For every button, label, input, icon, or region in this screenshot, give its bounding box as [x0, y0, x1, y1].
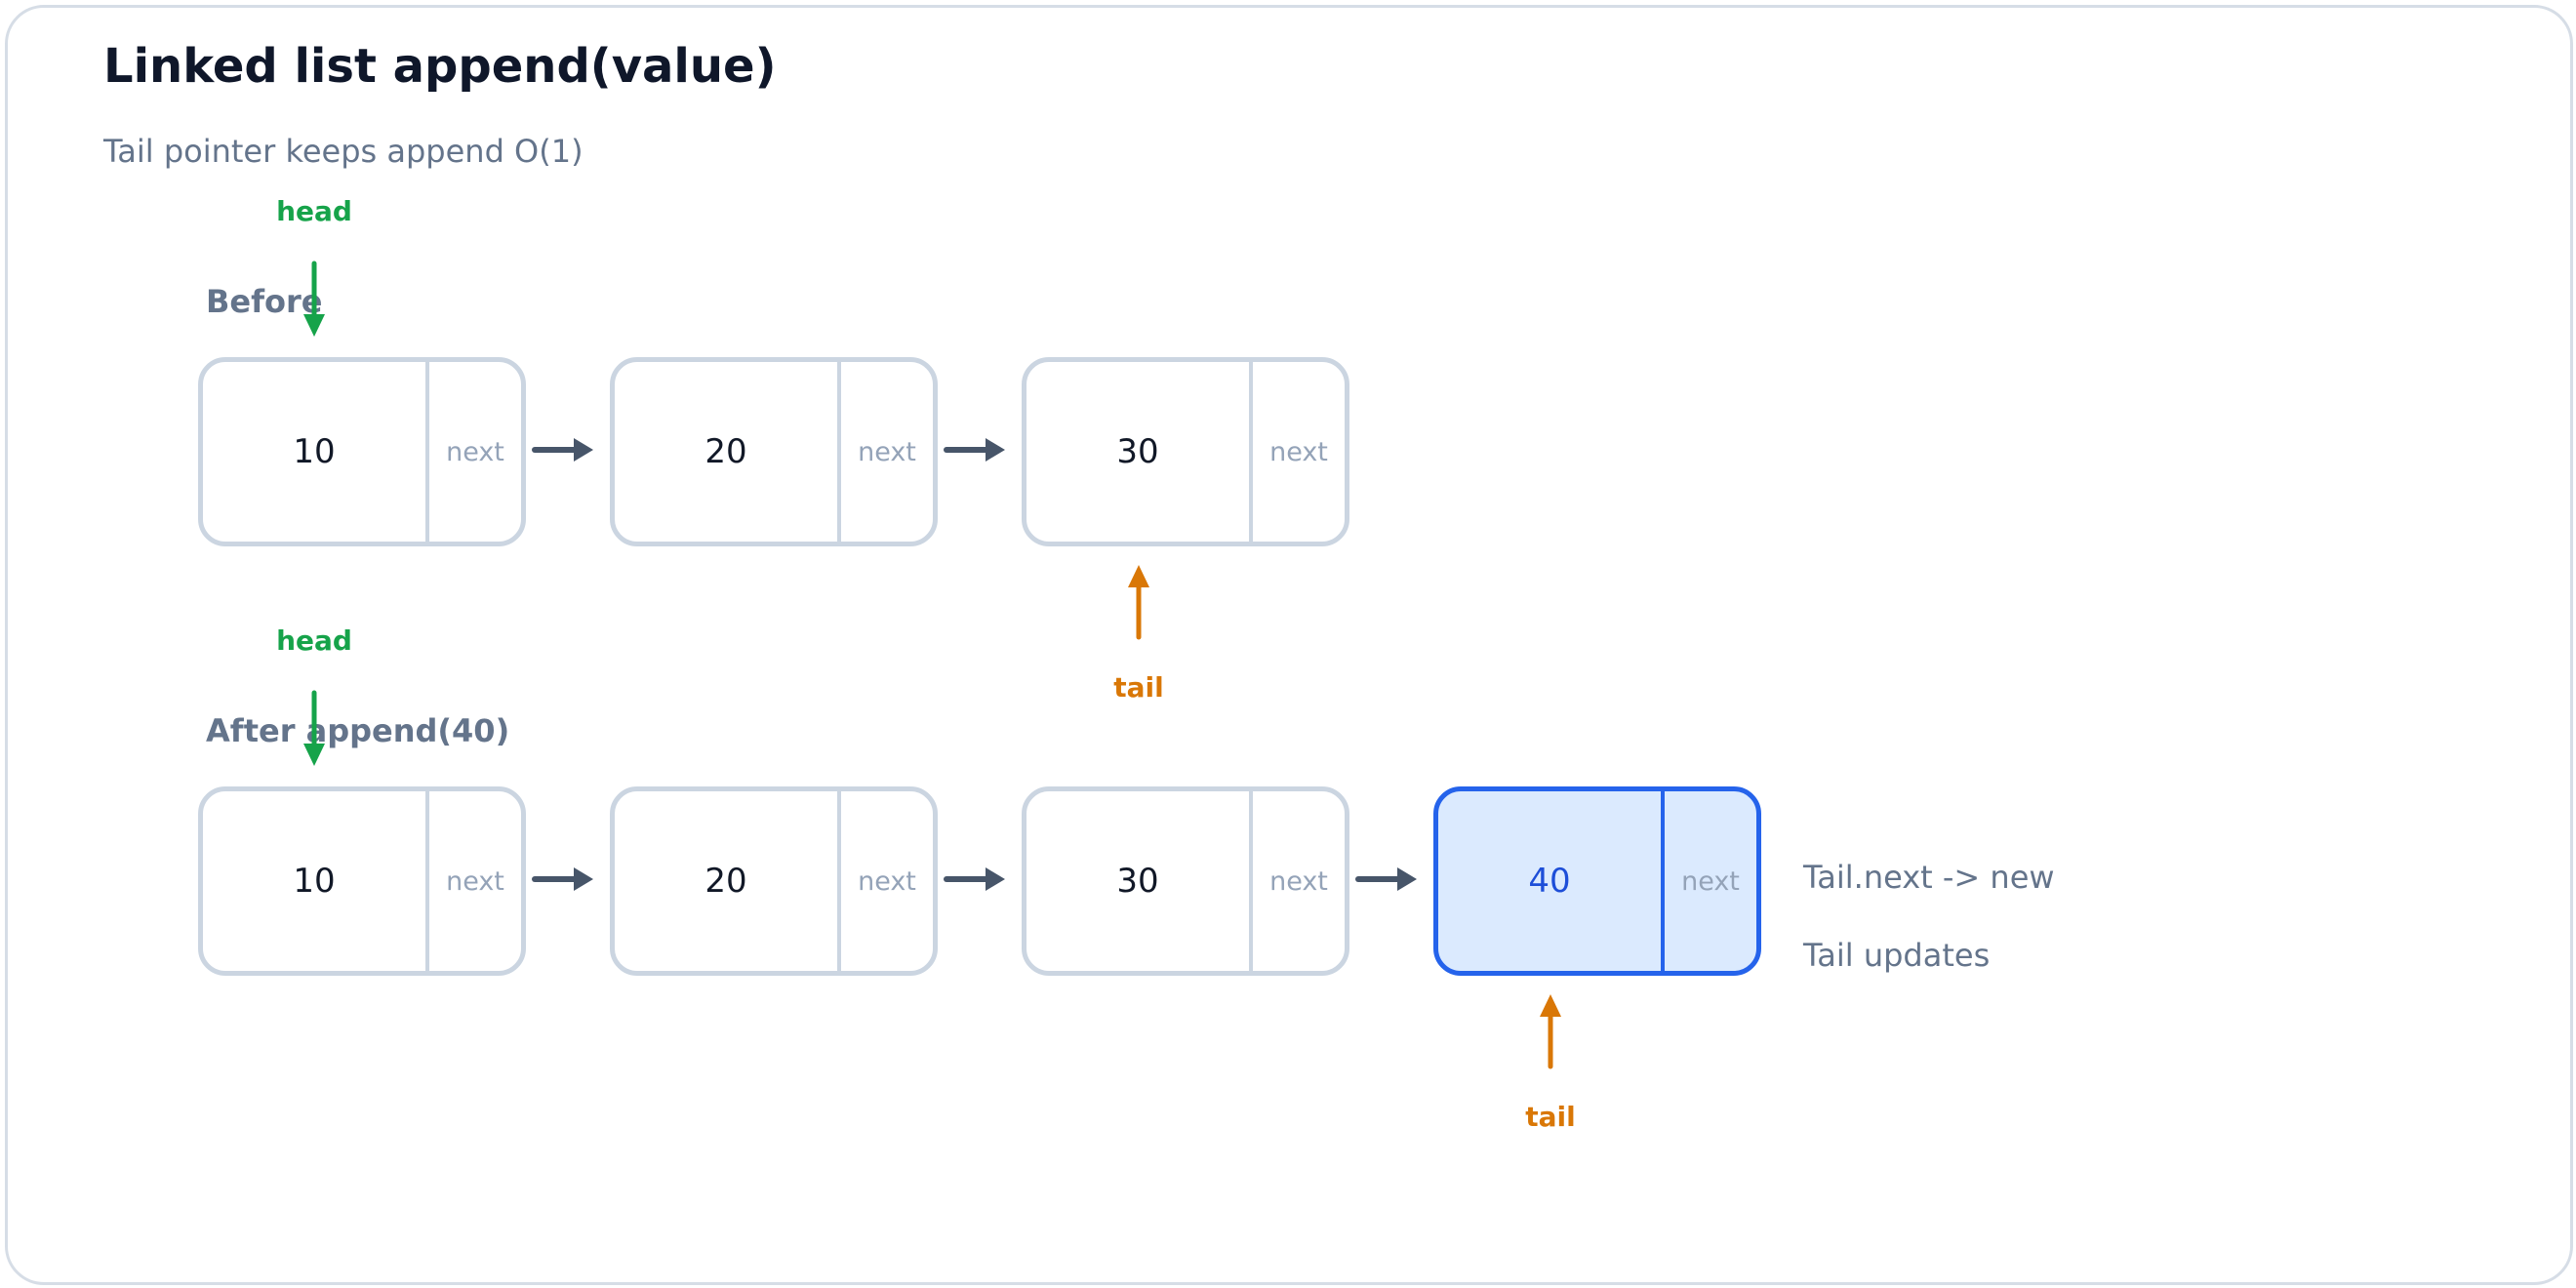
note-tail-next: Tail.next -> new	[1803, 859, 2055, 896]
list-node: 30 next	[1022, 357, 1349, 546]
node-value: 30	[1116, 432, 1159, 471]
node-next-field: next	[1269, 436, 1328, 467]
node-divider	[1249, 791, 1253, 971]
node-value: 10	[293, 862, 336, 901]
head-pointer-arrow	[303, 261, 325, 337]
next-link-arrow	[532, 867, 593, 891]
tail-pointer-label-before: tail	[1113, 671, 1164, 704]
list-node: 10 next	[198, 357, 526, 546]
node-divider	[425, 362, 429, 542]
node-next-field: next	[446, 865, 504, 897]
new-list-node: 40 next	[1433, 786, 1761, 976]
list-node: 20 next	[610, 786, 938, 976]
head-pointer-label-before: head	[276, 195, 352, 227]
node-next-field: next	[858, 436, 916, 467]
node-divider	[837, 362, 841, 542]
node-divider	[1661, 791, 1665, 971]
node-value: 20	[704, 432, 747, 471]
node-next-field: next	[858, 865, 916, 897]
head-pointer-arrow	[303, 690, 325, 766]
node-divider	[1249, 362, 1253, 542]
next-link-arrow	[532, 438, 593, 462]
page-title: Linked list append(value)	[103, 39, 777, 94]
next-link-arrow	[1355, 867, 1417, 891]
note-tail-updates: Tail updates	[1803, 937, 1991, 974]
node-value: 30	[1116, 862, 1159, 901]
list-node: 30 next	[1022, 786, 1349, 976]
list-node: 20 next	[610, 357, 938, 546]
node-next-field: next	[446, 436, 504, 467]
list-node: 10 next	[198, 786, 526, 976]
node-value: 20	[704, 862, 747, 901]
node-divider	[425, 791, 429, 971]
node-next-field: next	[1681, 865, 1740, 897]
section-label-before: Before	[206, 283, 323, 320]
node-value: 10	[293, 432, 336, 471]
tail-pointer-arrow	[1128, 565, 1149, 640]
node-value: 40	[1528, 862, 1571, 901]
section-label-after: After append(40)	[206, 712, 510, 749]
node-divider	[837, 791, 841, 971]
page-subtitle: Tail pointer keeps append O(1)	[103, 133, 584, 170]
diagram-frame	[5, 5, 2573, 1285]
tail-pointer-label-after: tail	[1525, 1101, 1576, 1133]
head-pointer-label-after: head	[276, 624, 352, 657]
node-next-field: next	[1269, 865, 1328, 897]
next-link-arrow	[944, 867, 1005, 891]
next-link-arrow	[944, 438, 1005, 462]
tail-pointer-arrow	[1540, 994, 1561, 1069]
